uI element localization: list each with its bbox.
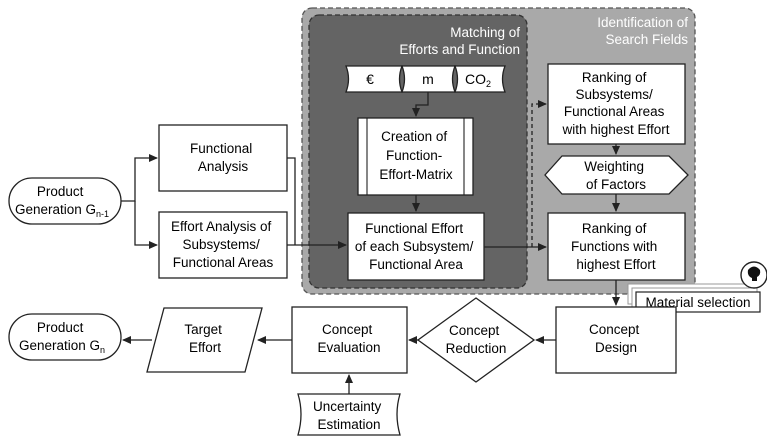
svg-text:Concept Reduction: Concept Reduction (446, 323, 507, 356)
ranking-functions-box: Ranking of Functions with highest Effort (547, 212, 686, 281)
svg-text:Product Generation Gn: Product Generation Gn (19, 320, 105, 355)
effort-analysis-box: Effort Analysis of Subsystems/ Functiona… (158, 211, 288, 279)
svg-text:Concept Design: Concept Design (589, 322, 643, 355)
euro-tag: € (345, 65, 403, 93)
svg-text:Functional Analysis: Functional Analysis (190, 141, 256, 174)
functional-effort-box: Functional Effort of each Subsystem/ Fun… (347, 212, 485, 281)
svg-text:Functional Effort of eac: Functional Effort of each Subsystem/ Fun… (355, 221, 477, 272)
concept-design-box: Concept Design (555, 306, 677, 374)
concept-reduction-diamond: Concept Reduction (416, 297, 536, 383)
edge-product-to-effort (134, 201, 158, 249)
svg-text:Uncertainty Estimation: Uncertainty Estimation (313, 399, 385, 432)
product-generation-prev: Product Generation Gn-1 (8, 177, 122, 225)
weighting-hexagon: Weighting of Factors (544, 155, 689, 195)
matching-title-1: Matching of (450, 25, 520, 40)
mass-tag: m (401, 65, 456, 93)
product-generation-next: Product Generation Gn (8, 313, 122, 361)
matrix-creation-box: Creation of Function- Effort-Matrix (357, 117, 474, 196)
svg-text:Weighting of Factors: Weighting of Factors (584, 159, 648, 192)
edge-tags-to-matrix (412, 92, 429, 117)
co2-tag: CO2 (454, 65, 506, 93)
svg-text:CO2: CO2 (465, 71, 491, 89)
edge-functional-to-effort (287, 157, 296, 245)
material-selection-label: Material selection (645, 295, 750, 310)
search-fields-title-1: Identification of (597, 15, 688, 30)
edge-dashed-to-ranking-subsystems (531, 100, 547, 247)
edge-product-to-functional (121, 154, 158, 202)
svg-text:Target Effort: Target Effort (184, 322, 225, 355)
svg-text:Creation of Function-: Creation of Function- Effort-Matrix (379, 129, 453, 182)
concept-evaluation-box: Concept Evaluation (291, 306, 408, 374)
ranking-subsystems-box: Ranking of Subsystems/ Functional Areas … (547, 63, 686, 145)
svg-text:Ranking of Functions wit: Ranking of Functions with highest Effort (571, 221, 661, 272)
svg-text:Concept Evaluation: Concept Evaluation (317, 322, 380, 355)
lightbulb-head-icon (740, 261, 767, 289)
svg-text:Product Generation Gn-1: Product Generation Gn-1 (15, 184, 109, 219)
svg-text:Effort Analysis of Subsy: Effort Analysis of Subsystems/ Functiona… (171, 219, 275, 270)
search-fields-title-2: Search Fields (605, 32, 688, 47)
svg-text:Ranking of Subsystems/: Ranking of Subsystems/ Functional Areas … (561, 70, 669, 137)
uncertainty-estimation-tag: Uncertainty Estimation (297, 393, 401, 436)
svg-text:€: € (366, 71, 374, 87)
target-effort-parallelogram: Target Effort (146, 307, 263, 373)
svg-text:m: m (422, 71, 434, 87)
matching-title-2: Efforts and Function (399, 42, 520, 57)
connectors (121, 92, 620, 394)
functional-analysis-box: Functional Analysis (158, 124, 288, 192)
